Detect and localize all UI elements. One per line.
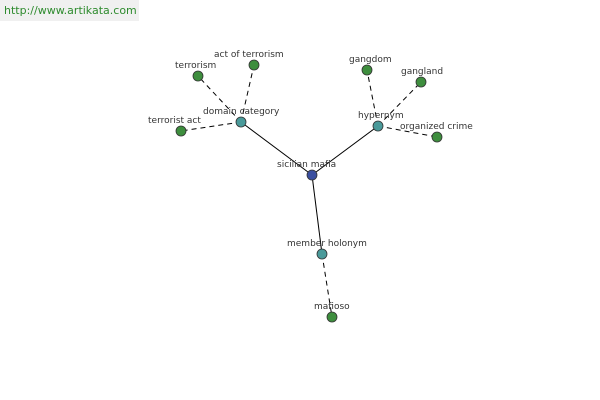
label-domain-category: domain category: [203, 107, 280, 117]
node-gangland[interactable]: [415, 76, 427, 88]
label-sicilian-mafia: sicilian mafia: [277, 160, 336, 170]
node-gangdom[interactable]: [361, 64, 373, 76]
label-mafioso: mafioso: [314, 302, 350, 312]
edge-hypernym-gangdom: [366, 69, 379, 127]
node-terrorist-act[interactable]: [175, 125, 187, 137]
label-act-of-terrorism: act of terrorism: [214, 50, 284, 60]
watermark-url: http://www.artikata.com: [0, 0, 139, 21]
node-member-holonym[interactable]: [316, 248, 328, 260]
label-gangdom: gangdom: [349, 55, 392, 65]
node-hypernym[interactable]: [372, 120, 384, 132]
edge-domain-act-of-terrorism: [240, 64, 255, 123]
edge-center-hypernym: [311, 125, 379, 176]
node-organized-crime[interactable]: [431, 131, 443, 143]
label-gangland: gangland: [401, 67, 443, 77]
node-domain-category[interactable]: [235, 116, 247, 128]
edge-center-domain-category: [240, 121, 313, 176]
edge-hypernym-gangland: [377, 81, 422, 127]
label-member-holonym: member holonym: [287, 239, 367, 249]
edge-holonym-mafioso: [321, 253, 333, 318]
node-terrorism[interactable]: [192, 70, 204, 82]
label-terrorist-act: terrorist act: [148, 116, 201, 126]
node-act-of-terrorism[interactable]: [248, 59, 260, 71]
node-sicilian-mafia[interactable]: [306, 169, 318, 181]
edge-domain-terrorist-act: [180, 121, 242, 132]
edge-hypernym-organized-crime: [377, 125, 438, 138]
node-mafioso[interactable]: [326, 311, 338, 323]
edge-domain-terrorism: [197, 75, 242, 123]
label-hypernym: hypernym: [358, 111, 404, 121]
label-organized-crime: organized crime: [400, 122, 473, 132]
edge-center-member-holonym: [311, 174, 323, 255]
label-terrorism: terrorism: [175, 61, 216, 71]
